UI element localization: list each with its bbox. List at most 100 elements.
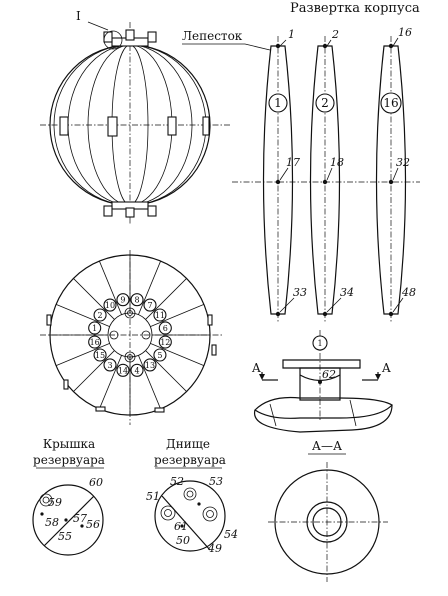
detail-weld-point	[318, 380, 322, 384]
side-opening	[59, 116, 69, 136]
side-opening	[107, 116, 118, 137]
petal-1: 1 1 17 33	[262, 28, 307, 322]
petal-seam-line	[55, 343, 110, 366]
petal-bottom-number: 33	[293, 286, 307, 299]
petal-number-label: 1	[92, 324, 97, 333]
hatch-line	[269, 403, 277, 427]
petal-number-circle	[88, 321, 102, 335]
petal-mid-number: 17	[286, 156, 300, 169]
petal-number-label: 12	[160, 338, 170, 347]
weld-point	[275, 179, 281, 185]
lid-seam	[43, 495, 95, 547]
petal-number-circle	[130, 363, 144, 377]
petal-seams	[50, 255, 210, 415]
detail-top-plate	[282, 359, 361, 369]
petal-top-number: 1	[288, 28, 295, 41]
bottom-fitting-inner	[186, 490, 194, 498]
lid-weld-point	[64, 518, 68, 522]
detail-I-view: 1 62 A A	[251, 330, 393, 433]
lid-number: 60	[89, 476, 103, 489]
center-fitting	[141, 330, 151, 340]
leader-line	[279, 167, 289, 181]
side-opening	[167, 116, 177, 136]
lid-outline	[32, 484, 104, 556]
petal-number-circle	[315, 93, 335, 113]
edge-tab	[63, 379, 69, 390]
weld-point	[275, 311, 281, 317]
petal-number-circle	[103, 358, 117, 372]
petal-label-leader	[244, 43, 271, 51]
petal-number-label: 11	[155, 311, 165, 320]
view-I-marker-circle	[103, 30, 123, 50]
petal-seam-line	[73, 278, 115, 320]
weld-point	[388, 311, 394, 317]
detail-neck	[299, 367, 341, 401]
petal-seam-line	[73, 350, 115, 392]
section-arrow-head	[375, 374, 381, 380]
petal-number-circle	[116, 293, 130, 307]
lid-weld-point	[40, 512, 44, 516]
bottom-weld-point	[197, 502, 201, 506]
petal-bottom-number: 34	[340, 286, 354, 299]
petal-number-label: 8	[134, 296, 139, 305]
petal-number-circle	[143, 358, 157, 372]
lid-title-line2: резервуара	[33, 453, 105, 467]
petal-number-label: 3	[107, 361, 112, 370]
lid-fitting	[39, 493, 53, 507]
lid-view: Крышка резервуара 60 59 58 57 56 55	[32, 437, 105, 556]
petal-outline	[309, 45, 341, 315]
bottom-outline	[154, 480, 226, 552]
section-neck-outer	[306, 501, 348, 543]
petal-seam-line	[138, 260, 161, 315]
detail-number: 62	[322, 368, 336, 381]
bottom-number: 53	[209, 475, 223, 488]
lid-fitting-inner	[42, 496, 50, 504]
leader-line	[392, 167, 399, 181]
bottom-fitting	[103, 205, 113, 217]
section-neck-inner	[312, 507, 342, 537]
weld-point	[388, 179, 394, 185]
petal-number-label: 14	[118, 366, 128, 375]
section-marker-right: A	[381, 361, 391, 375]
bottom-seam	[161, 495, 211, 551]
petal-label: Лепесток	[182, 29, 243, 43]
detail-base-lower	[254, 404, 393, 433]
lid-number: 59	[48, 496, 62, 509]
petal-number-label: 2	[98, 311, 103, 320]
petal-mid-number: 32	[396, 156, 410, 169]
bottom-title-line1: Днище	[166, 437, 210, 451]
bottom-fitting-inner	[164, 509, 172, 517]
bottom-number: 50	[176, 534, 190, 547]
bottom-number: 51	[146, 490, 160, 503]
edge-tab	[154, 407, 165, 413]
development-title: Развертка корпуса	[290, 1, 420, 16]
petal-circle-number: 1	[274, 96, 282, 110]
weld-point	[322, 43, 328, 49]
section-arrow-head	[259, 374, 265, 380]
sphere-front-view: I	[40, 9, 230, 225]
petal-number-label: 7	[147, 301, 152, 310]
petal-mid-number: 18	[330, 156, 344, 169]
edge-tab	[207, 314, 213, 326]
petal-seam-line	[145, 278, 187, 320]
petal-seam-line	[150, 343, 205, 366]
petal-number-label: 15	[95, 351, 105, 360]
center-fitting	[124, 307, 136, 319]
petal-number-label: 4	[134, 366, 139, 375]
lid-weld-point	[80, 524, 84, 528]
petal-number-label: 5	[157, 351, 162, 360]
petal-number-label: 13	[145, 361, 155, 370]
weld-point	[322, 179, 328, 185]
section-outer-circle	[274, 469, 380, 575]
petal-number-label: 9	[120, 296, 125, 305]
bottom-title-line2: резервуара	[154, 453, 226, 467]
bottom-fitting	[183, 487, 197, 501]
petal-top-number: 16	[398, 26, 412, 39]
center-fitting	[109, 330, 119, 340]
petal-number-circle	[380, 92, 402, 114]
leader-line	[279, 297, 295, 313]
petal-number-circle	[158, 335, 172, 349]
